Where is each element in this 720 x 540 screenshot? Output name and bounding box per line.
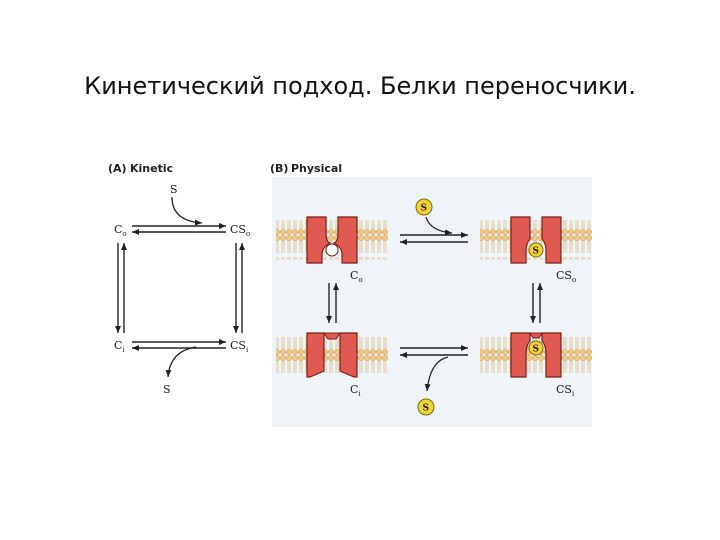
state-cs-outer-label: CSo <box>230 223 250 238</box>
panel-b-label: (B) <box>270 162 288 175</box>
panel-b-background <box>272 177 592 427</box>
carrier-cs-inner: S <box>510 332 562 378</box>
membrane-bottom-left <box>276 333 388 373</box>
state-c-inner-physical-label: Ci <box>350 383 361 398</box>
substrate-binding-curve-b <box>425 216 453 236</box>
carrier-c-inner <box>306 332 358 378</box>
substrate-in-label: S <box>170 183 178 196</box>
panel-b-physical: (B) Physical Co S CSo Ci <box>270 162 592 427</box>
substrate-release-curve <box>165 346 197 378</box>
substrate-release-curve-b <box>424 356 449 392</box>
slide-title: Кинетический подход. Белки переносчики. <box>84 72 636 100</box>
substrate-free-outside: S <box>415 198 433 216</box>
substrate-free-inside: S <box>417 398 435 416</box>
figure-canvas: (A) Kinetic Co CSo Ci CSi S S (B) Physic… <box>108 162 592 427</box>
substrate-bound-cso: S <box>533 247 540 257</box>
panel-a-kinetic: (A) Kinetic Co CSo Ci CSi S S <box>108 162 250 396</box>
svg-text:S: S <box>423 404 430 414</box>
state-c-outer-physical-label: Co <box>350 269 363 284</box>
panel-a-name: Kinetic <box>130 162 173 175</box>
panel-b-name: Physical <box>291 162 342 175</box>
state-c-outer-label: Co <box>114 223 127 238</box>
substrate-binding-curve <box>171 196 203 226</box>
carrier-c-outer <box>306 216 358 264</box>
state-cs-outer-physical-label: CSo <box>556 269 576 284</box>
svg-text:S: S <box>421 204 428 214</box>
panel-a-label: (A) <box>108 162 127 175</box>
substrate-out-label: S <box>163 383 171 396</box>
state-cs-inner-label: CSi <box>230 339 249 354</box>
state-cs-inner-physical-label: CSi <box>556 383 575 398</box>
substrate-bound-csi: S <box>533 345 540 355</box>
state-c-inner-label: Ci <box>114 339 125 354</box>
transport-figure: (A) Kinetic Co CSo Ci CSi S S (B) Physic… <box>100 155 600 430</box>
carrier-cs-outer: S <box>510 216 562 264</box>
